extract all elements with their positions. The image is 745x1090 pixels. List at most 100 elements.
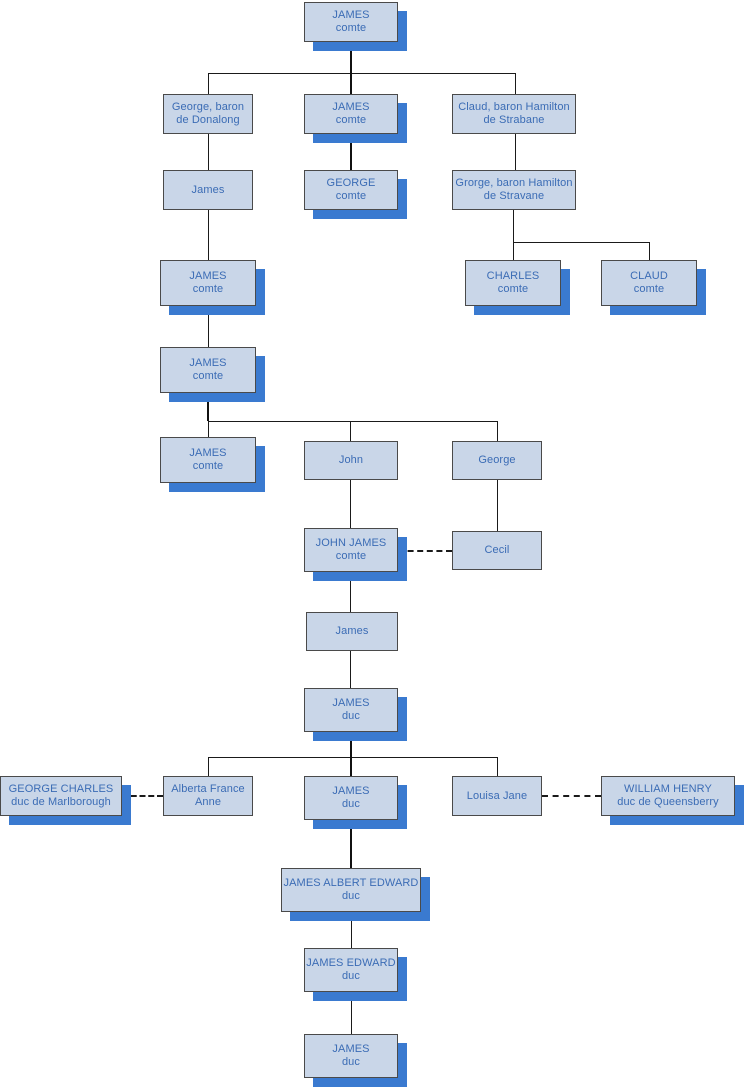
node-title: George, baron [171, 101, 245, 113]
edge-n1-down [350, 42, 352, 73]
node-title: Claud, baron Hamilton [458, 101, 570, 113]
node-subtitle: comte [192, 460, 224, 472]
node-title: JAMES [189, 357, 227, 369]
edge-bus-to-n20 [208, 757, 209, 776]
edge-bus-row-marriage [208, 757, 498, 758]
edge-marriage-johnjames-cecil [398, 550, 452, 552]
edge-bus-to-n9 [513, 242, 514, 260]
edge-n2-n5 [208, 134, 209, 170]
node-title: Cecil [484, 544, 510, 556]
node-subtitle: comte [192, 370, 224, 382]
node-title: JAMES [189, 447, 227, 459]
tree-node[interactable]: George [452, 441, 542, 480]
node-title: JAMES EDWARD [306, 957, 396, 969]
node-subtitle: duc [341, 1056, 361, 1068]
node-subtitle: comte [335, 190, 367, 202]
node-subtitle: duc [341, 710, 361, 722]
node-subtitle: comte [497, 283, 529, 295]
node-subtitle: comte [192, 283, 224, 295]
node-subtitle: comte [335, 22, 367, 34]
node-title: WILLIAM HENRY [624, 783, 712, 795]
edge-n17-n18 [350, 651, 351, 688]
node-title: JAMES [332, 1043, 370, 1055]
edge-bus-to-n13 [350, 421, 351, 441]
node-title: JAMES [332, 697, 370, 709]
edge-n4-n7 [515, 134, 516, 170]
tree-node[interactable]: Louisa Jane [452, 776, 542, 816]
node-subtitle: de Strabane [483, 114, 545, 126]
node-title: Louisa Jane [466, 789, 528, 802]
node-title: JOHN JAMES [315, 537, 387, 549]
node-subtitle: comte [335, 114, 367, 126]
edge-bus-to-n10 [649, 242, 650, 260]
node-title: JAMES [332, 785, 370, 797]
node-subtitle: duc [341, 798, 361, 810]
edge-marriage-louisa-william [542, 795, 601, 797]
node-title: JAMES [332, 9, 370, 21]
node-subtitle: duc [341, 970, 361, 982]
node-title: Alberta France [171, 783, 245, 795]
tree-node[interactable]: John [304, 441, 398, 480]
edge-n24-n25 [351, 912, 352, 948]
edge-n7-down [513, 210, 514, 242]
node-subtitle: duc de Marlborough [11, 796, 111, 808]
node-title: Grorge, baron Hamilton [455, 177, 573, 189]
node-title: James [191, 183, 225, 196]
node-subtitle: comte [633, 283, 665, 295]
node-title: JAMES [332, 101, 370, 113]
edge-n14-n16 [497, 480, 498, 531]
edge-bus-to-n22 [497, 757, 498, 776]
edge-n8-n11 [208, 306, 209, 347]
edge-bus-to-n14 [497, 421, 498, 441]
edge-bus-row2-to-n3 [350, 73, 352, 94]
node-subtitle: Anne [194, 796, 222, 808]
edge-bus-charles-claud [513, 242, 650, 243]
edge-n21-n24 [350, 820, 352, 868]
edge-n13-n15 [350, 480, 351, 528]
edge-bus-to-n21 [350, 757, 352, 776]
node-title: JAMES ALBERT EDWARD [283, 877, 419, 889]
edge-bus-row2-to-n2 [208, 73, 209, 94]
node-title: JAMES [189, 270, 227, 282]
tree-node[interactable]: James [306, 612, 398, 651]
node-subtitle: de Stravane [483, 190, 545, 202]
edge-bus-row2-to-n4 [515, 73, 516, 94]
node-title: George [478, 454, 516, 466]
edge-n11-down [207, 393, 209, 421]
edge-marriage-george-alberta [122, 795, 163, 797]
node-title: John [338, 454, 364, 466]
edge-bus-row-jjg [208, 421, 498, 422]
node-subtitle: de Donalong [176, 114, 240, 126]
edge-n15-n17 [350, 572, 351, 612]
edge-bus-to-n12 [208, 421, 209, 437]
edge-n25-n26 [351, 992, 352, 1034]
edge-n3-n6 [350, 134, 352, 170]
tree-node[interactable]: Cecil [452, 531, 542, 570]
node-title: CHARLES [486, 270, 540, 282]
node-title: CLAUD [630, 270, 668, 282]
node-subtitle: duc [341, 890, 361, 902]
node-subtitle: duc de Queensberry [617, 796, 719, 808]
tree-node[interactable]: James [163, 170, 253, 210]
